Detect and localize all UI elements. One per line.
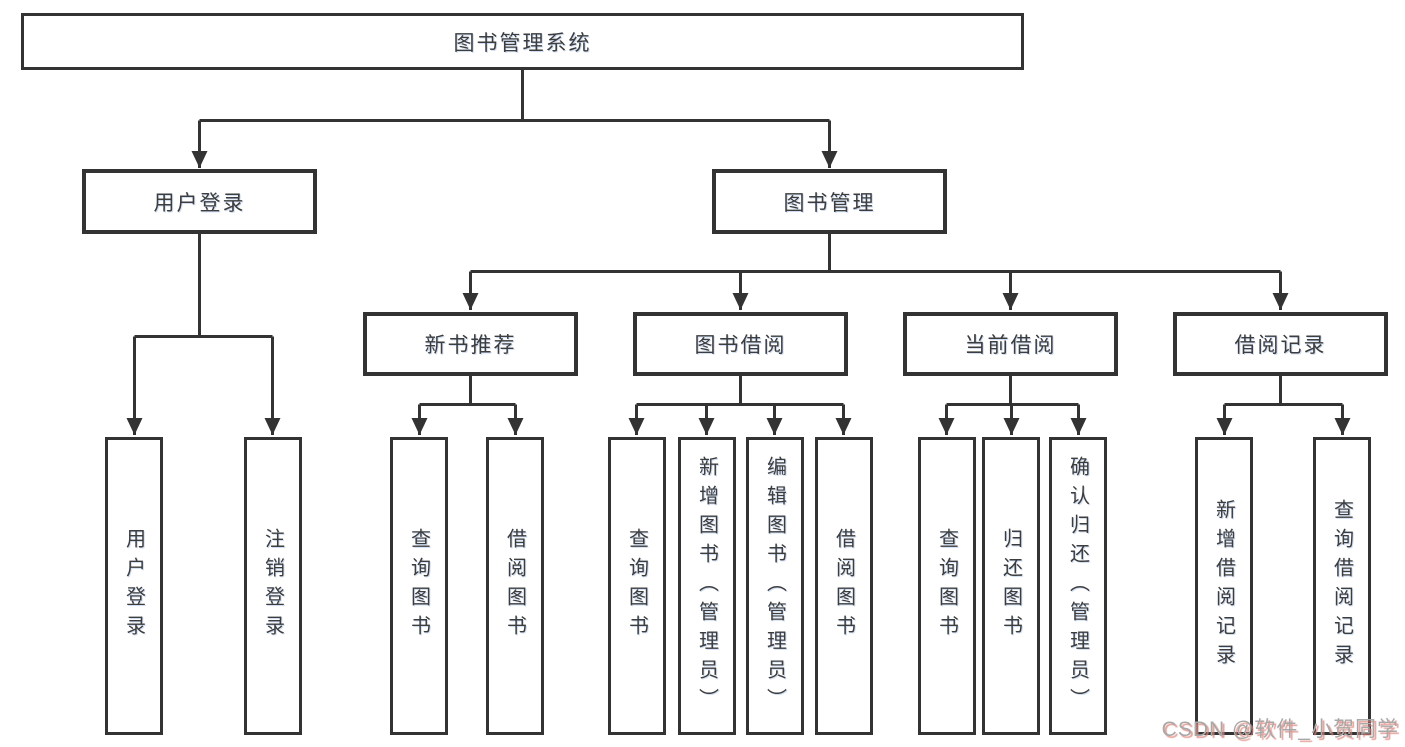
connector-borrow-trunk [636,376,844,406]
connector-current-trunk [946,376,1079,406]
leaf-cb-query-books-label: 查询图书 [935,528,958,644]
leaf-bb-edit-books-admin: 编辑图书（管理员） [746,437,804,735]
leaf-cb-return-books: 归还图书 [982,437,1040,735]
leaf-bb-add-books-admin: 新增图书（管理员） [678,437,736,735]
connector-record-trunk [1224,376,1343,406]
leaf-user-login-label: 用户登录 [122,528,145,644]
node-borrowing-records: 借阅记录 [1173,312,1388,376]
connector-root-trunk [199,69,830,122]
leaf-cb-confirm-return-admin: 确认归还（管理员） [1049,437,1107,735]
leaf-bb-query-books: 查询图书 [608,437,666,735]
leaf-bb-query-books-label: 查询图书 [625,528,648,644]
leaf-bb-borrow-books: 借阅图书 [815,437,873,735]
node-new-book-recommend: 新书推荐 [363,312,578,376]
leaf-cb-confirm-return-admin-label: 确认归还（管理员） [1066,455,1089,717]
leaf-cb-return-books-label: 归还图书 [999,528,1022,644]
node-current-borrowing: 当前借阅 [903,312,1118,376]
leaf-bb-borrow-books-label: 借阅图书 [832,528,855,644]
node-book-management-branch: 图书管理 [712,169,947,234]
leaf-nb-query-books: 查询图书 [390,437,448,735]
connector-userlogin-trunk [134,233,273,338]
leaf-cb-query-books: 查询图书 [918,437,976,735]
node-book-borrowing: 图书借阅 [633,312,848,376]
csdn-watermark: CSDN @软件_小贺同学 [1161,718,1399,741]
leaf-logout-label: 注销登录 [261,528,284,644]
leaf-nb-borrow-books: 借阅图书 [486,437,544,735]
leaf-br-add-record-label: 新增借阅记录 [1212,499,1235,673]
connector-bookmgmt-trunk [470,234,1281,273]
leaf-bb-edit-books-admin-label: 编辑图书（管理员） [763,455,786,717]
leaf-nb-borrow-books-label: 借阅图书 [503,528,526,644]
connector-newbook-trunk [419,376,516,406]
leaf-br-query-record-label: 查询借阅记录 [1330,499,1353,673]
node-root-system: 图书管理系统 [21,13,1024,70]
leaf-br-add-record: 新增借阅记录 [1195,437,1253,735]
leaf-logout: 注销登录 [244,437,302,735]
leaf-br-query-record: 查询借阅记录 [1313,437,1371,735]
leaf-nb-query-books-label: 查询图书 [407,528,430,644]
leaf-bb-add-books-admin-label: 新增图书（管理员） [695,455,718,717]
leaf-user-login: 用户登录 [105,437,163,735]
node-user-login-branch: 用户登录 [82,169,317,234]
